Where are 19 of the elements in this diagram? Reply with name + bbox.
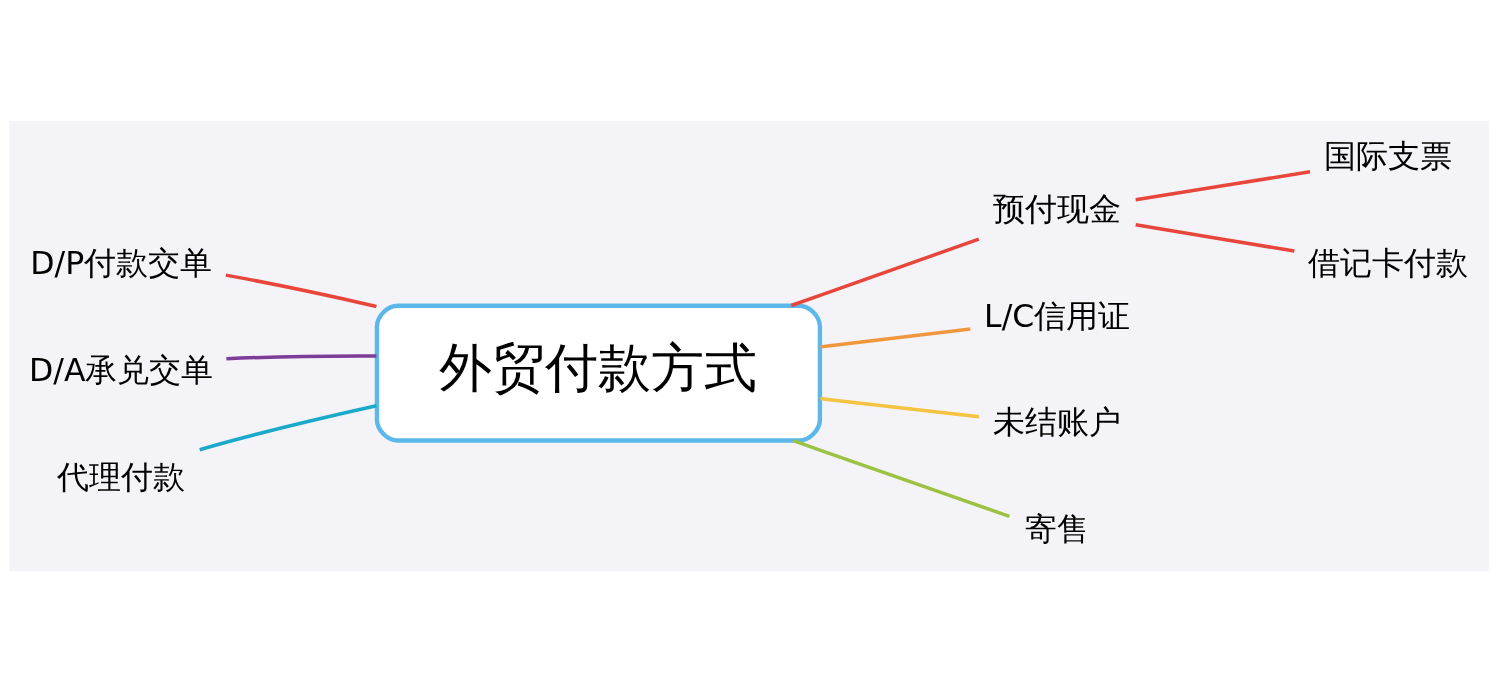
node-box: 外贸付款方式 (374, 303, 823, 443)
node-text: D/P付款交单 (30, 245, 213, 282)
node-text: 预付现金 (993, 190, 1122, 227)
connector (226, 354, 377, 361)
connector (199, 404, 377, 452)
connector (820, 396, 980, 419)
connector (790, 237, 980, 308)
node-text: 国际支票 (1324, 138, 1453, 175)
node-text: D/A承兑交单 (29, 351, 214, 388)
connector (1135, 223, 1295, 253)
connector (1135, 170, 1311, 202)
connector (820, 327, 971, 349)
node-text: 代理付款 (57, 458, 186, 495)
connector (225, 273, 377, 309)
node-text: 借记卡付款 (1308, 245, 1469, 282)
connector (792, 439, 1011, 519)
node-text: 寄售 (1025, 511, 1090, 548)
node-text: 未结账户 (993, 404, 1122, 441)
node-text: L/C信用证 (984, 297, 1131, 334)
